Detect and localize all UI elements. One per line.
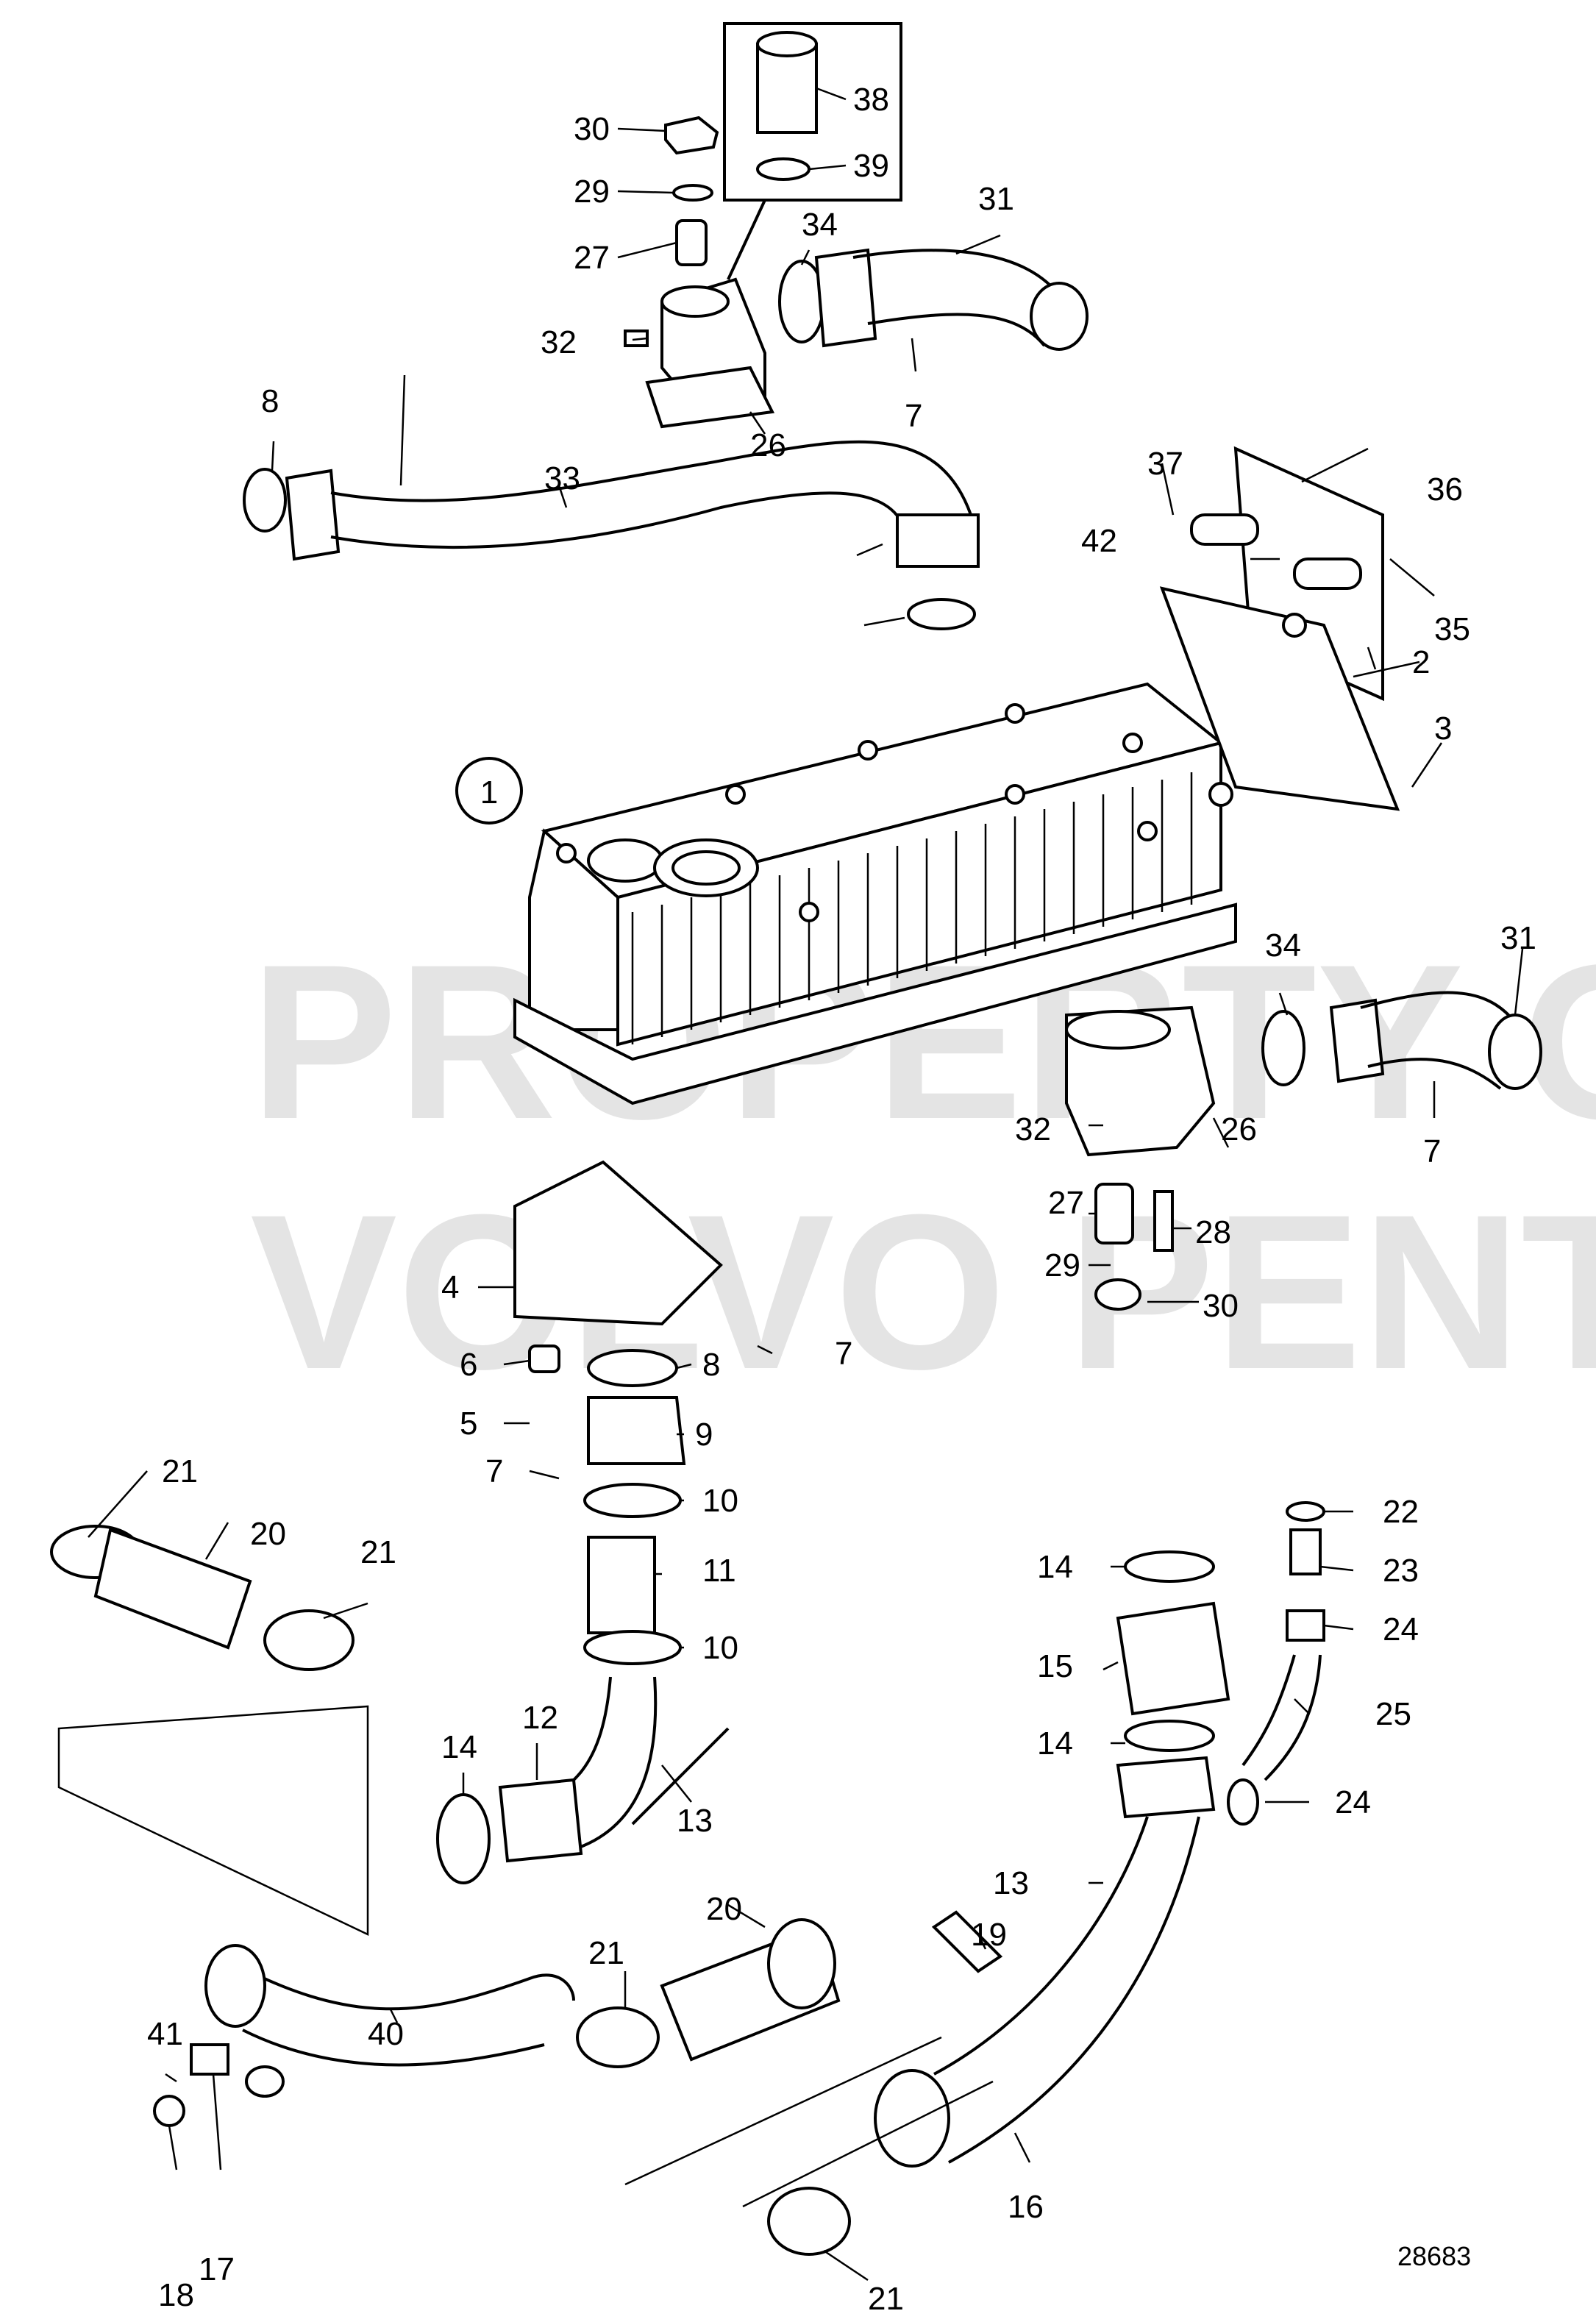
cooler-body bbox=[513, 682, 1237, 1105]
callout-31-top: 31 bbox=[978, 181, 1014, 217]
callout-13-center: 13 bbox=[677, 1803, 713, 1839]
callout-20-left: 20 bbox=[250, 1516, 286, 1552]
callout-34-lower: 34 bbox=[1265, 927, 1301, 964]
callout-29-top: 29 bbox=[574, 174, 610, 210]
callout-28: 28 bbox=[1195, 1214, 1231, 1250]
upper-thermostat-housing bbox=[624, 115, 775, 429]
callout-7-top-right: 7 bbox=[905, 398, 922, 434]
callout-9: 9 bbox=[695, 1417, 713, 1453]
callout-27-top: 27 bbox=[574, 240, 610, 276]
callout-18: 18 bbox=[158, 2277, 194, 2313]
callout-38: 38 bbox=[853, 82, 889, 118]
callout-21-center: 21 bbox=[588, 1935, 624, 1971]
center-housing-stack bbox=[874, 1550, 1230, 2168]
callout-39: 39 bbox=[853, 148, 889, 184]
callout-7-lower-left: 7 bbox=[485, 1453, 503, 1489]
callout-24-lower: 24 bbox=[1335, 1784, 1371, 1820]
callout-labels: 30 29 27 32 38 39 34 31 7 26 8 33 37 36 … bbox=[147, 82, 1536, 2317]
callout-7-center: 7 bbox=[835, 1336, 852, 1372]
callout-12: 12 bbox=[522, 1700, 558, 1736]
callout-10-lower: 10 bbox=[702, 1630, 738, 1666]
bracket-assembly-right bbox=[1159, 446, 1400, 811]
callout-29-lower: 29 bbox=[1044, 1247, 1080, 1283]
long-upper-pipe bbox=[243, 440, 980, 630]
callout-40: 40 bbox=[368, 2016, 404, 2052]
callout-11: 11 bbox=[702, 1553, 736, 1589]
callout-26-lower: 26 bbox=[1221, 1111, 1257, 1147]
inset-sensor-box bbox=[723, 22, 902, 280]
callout-25: 25 bbox=[1375, 1696, 1411, 1732]
callout-26-top: 26 bbox=[750, 427, 786, 463]
callout-31-lower: 31 bbox=[1500, 920, 1536, 956]
callout-32-lower: 32 bbox=[1015, 1111, 1051, 1147]
view-marker-label: 1 bbox=[480, 774, 498, 811]
callout-7-lower-right: 7 bbox=[1423, 1133, 1441, 1169]
callout-17: 17 bbox=[199, 2251, 235, 2287]
callout-42-top: 42 bbox=[1081, 523, 1117, 559]
callout-13-right: 13 bbox=[993, 1865, 1029, 1901]
right-outlet-pipe bbox=[1261, 991, 1542, 1090]
callout-8-lower: 8 bbox=[702, 1347, 720, 1383]
callout-30-top: 30 bbox=[574, 111, 610, 147]
left-hose-assembly bbox=[50, 1525, 369, 1936]
callout-35: 35 bbox=[1434, 611, 1470, 647]
callout-32-top: 32 bbox=[541, 324, 577, 360]
callout-41: 41 bbox=[147, 2016, 183, 2052]
callout-21-bottom: 21 bbox=[868, 2281, 904, 2317]
callout-36: 36 bbox=[1427, 471, 1463, 508]
leader-lines bbox=[88, 87, 1524, 2282]
callout-3: 3 bbox=[1434, 711, 1452, 747]
callout-14-upper: 14 bbox=[1037, 1549, 1073, 1585]
callout-14-lower: 14 bbox=[1037, 1726, 1073, 1762]
lower-right-thermostat-housing bbox=[1065, 1005, 1216, 1311]
lower-left-stack bbox=[436, 1349, 730, 1884]
bottom-hose-assembly bbox=[153, 1910, 1003, 2256]
callout-4: 4 bbox=[441, 1269, 459, 1306]
watermark-line-2: VOLVO PENTA bbox=[250, 1168, 1596, 1415]
callout-34-top: 34 bbox=[802, 207, 838, 243]
callout-33: 33 bbox=[544, 460, 580, 496]
upper-right-pipe bbox=[778, 248, 1089, 351]
small-hose-right bbox=[1227, 1501, 1325, 1826]
callout-20-center: 20 bbox=[706, 1891, 742, 1927]
callout-19: 19 bbox=[971, 1917, 1007, 1953]
view-marker: 1 bbox=[455, 757, 523, 825]
callout-14-left: 14 bbox=[441, 1729, 477, 1765]
callout-23: 23 bbox=[1383, 1553, 1419, 1589]
callout-10-upper: 10 bbox=[702, 1483, 738, 1519]
callout-15: 15 bbox=[1037, 1648, 1073, 1684]
callout-27-lower: 27 bbox=[1048, 1185, 1084, 1221]
callout-21-left-upper: 21 bbox=[162, 1453, 198, 1489]
callout-30-lower: 30 bbox=[1203, 1288, 1239, 1324]
lower-bracket bbox=[513, 1160, 723, 1373]
callout-24-upper: 24 bbox=[1383, 1611, 1419, 1648]
callout-37: 37 bbox=[1147, 446, 1183, 482]
callout-6: 6 bbox=[460, 1347, 477, 1383]
callout-21-left-right: 21 bbox=[360, 1534, 396, 1570]
diagram-number: 28683 bbox=[1397, 2241, 1471, 2271]
callout-16: 16 bbox=[1008, 2189, 1044, 2225]
callout-22: 22 bbox=[1383, 1494, 1419, 1530]
callout-5: 5 bbox=[460, 1406, 477, 1442]
callout-8-top-left: 8 bbox=[261, 383, 279, 419]
callout-2: 2 bbox=[1412, 644, 1430, 680]
